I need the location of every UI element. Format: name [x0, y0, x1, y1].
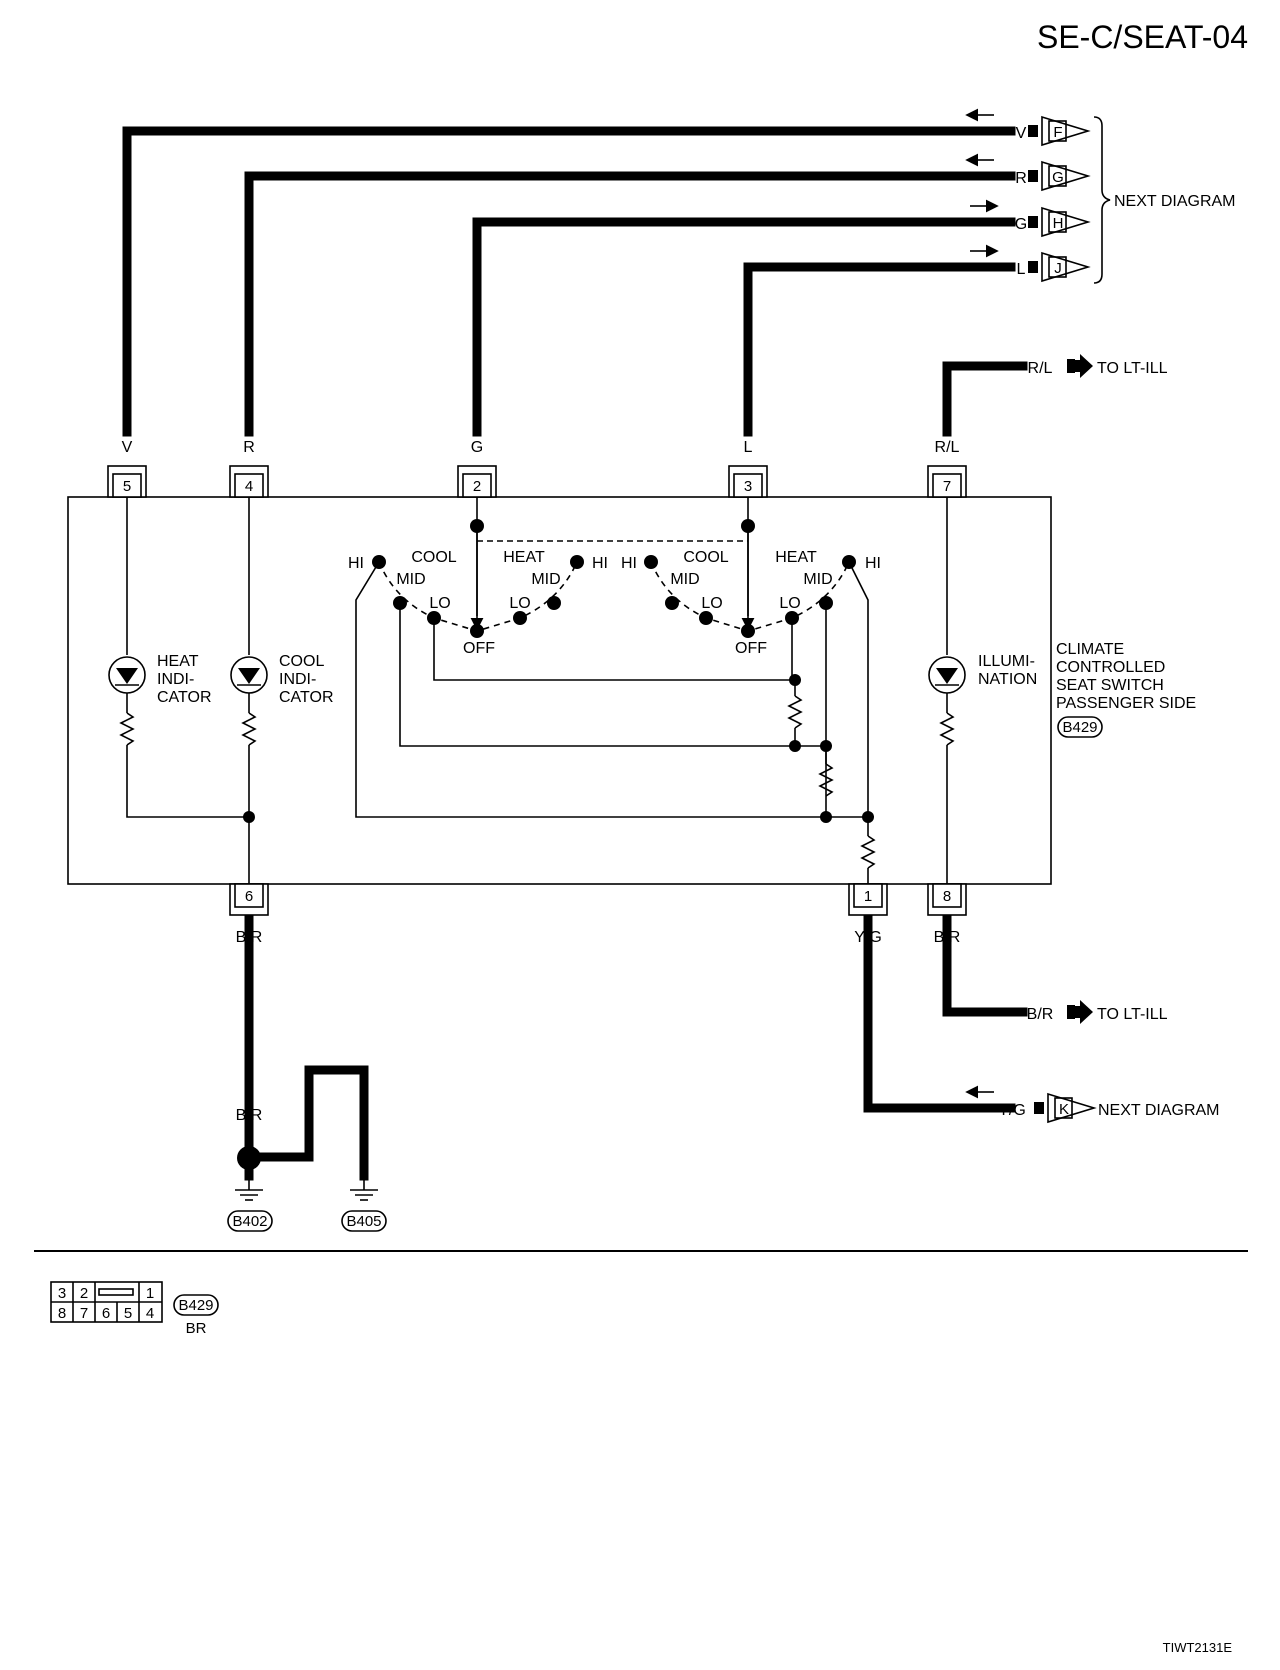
right-mid-label: MID	[670, 571, 699, 588]
left-cool-label: COOL	[411, 549, 456, 566]
to-lt-ill-label-bottom: TO LT-ILL	[1097, 1006, 1168, 1023]
right-off-label: OFF	[735, 640, 767, 657]
face-pin-5: 5	[124, 1305, 132, 1322]
component-name-line-4: PASSENGER SIDE	[1056, 695, 1196, 712]
heat-indicator-line-1: HEAT	[157, 653, 199, 670]
left-off-label: OFF	[463, 640, 495, 657]
left-lo2-label: LO	[509, 595, 530, 612]
next-diagram-connectors	[1041, 115, 1097, 1124]
pin-8: 8	[943, 888, 951, 905]
wire-label-br-8: B/R	[934, 929, 961, 946]
wire-label-br-6: B/R	[236, 929, 263, 946]
pin-4: 4	[245, 478, 253, 495]
heat-indicator-line-3: CATOR	[157, 689, 212, 706]
wire-label-rl-ltill: R/L	[1028, 360, 1053, 377]
right-mid2-label: MID	[803, 571, 832, 588]
left-lo-label: LO	[429, 595, 450, 612]
left-mid2-label: MID	[531, 571, 560, 588]
wire-label-r-top: R	[1015, 170, 1027, 187]
connector-h: H	[1053, 215, 1064, 232]
right-heat-label: HEAT	[775, 549, 817, 566]
cool-indicator-line-1: COOL	[279, 653, 324, 670]
pin-3: 3	[744, 478, 752, 495]
ground-b402: B402	[232, 1213, 267, 1230]
next-diagram-brace	[1093, 116, 1111, 284]
left-hi-label: HI	[348, 555, 364, 572]
face-pin-4: 4	[146, 1305, 154, 1322]
component-connector-badge: B429	[1062, 719, 1097, 736]
face-pin-2: 2	[80, 1285, 88, 1302]
connector-g: G	[1052, 169, 1064, 186]
pin-2: 2	[473, 478, 481, 495]
wire-label-b-2: B	[359, 1107, 370, 1124]
ground-symbols	[235, 1178, 378, 1201]
right-lo2-label: LO	[779, 595, 800, 612]
harness-wires	[122, 126, 1028, 1181]
to-lt-ill-arrow-bottom	[1067, 1000, 1093, 1024]
wire-label-l: L	[744, 439, 753, 456]
next-diagram-label-bottom: NEXT DIAGRAM	[1098, 1102, 1220, 1119]
wire-label-yg-next: Y/G	[998, 1102, 1026, 1119]
face-pin-6: 6	[102, 1305, 110, 1322]
wire-label-r: R	[243, 439, 255, 456]
wire-label-br-ground: B/R	[236, 1107, 263, 1124]
wire-label-g: G	[471, 439, 483, 456]
wire-label-b-1: B	[304, 1107, 315, 1124]
right-cool-label: COOL	[683, 549, 728, 566]
right-hi-label: HI	[621, 555, 637, 572]
face-connector-color: BR	[186, 1320, 207, 1337]
ground-b405: B405	[346, 1213, 381, 1230]
to-lt-ill-arrow-top	[1067, 354, 1093, 378]
connector-f: F	[1053, 124, 1062, 141]
wire-label-l-top: L	[1017, 261, 1026, 278]
component-name-line-3: SEAT SWITCH	[1056, 677, 1164, 694]
to-lt-ill-label-top: TO LT-ILL	[1097, 360, 1168, 377]
pin-5: 5	[123, 478, 131, 495]
wire-label-br-ltill: B/R	[1027, 1006, 1054, 1023]
ground-splice	[237, 1146, 261, 1170]
bottom-pins	[229, 883, 967, 916]
right-hi2-label: HI	[865, 555, 881, 572]
internal-circuit	[108, 497, 966, 884]
left-hi2-label: HI	[592, 555, 608, 572]
left-heat-label: HEAT	[503, 549, 545, 566]
connector-k: K	[1059, 1101, 1069, 1118]
connector-face	[50, 1281, 163, 1323]
connector-j: J	[1054, 260, 1062, 277]
wire-label-yg-1: Y/G	[854, 929, 882, 946]
page-code: SE-C/SEAT-04	[1037, 19, 1248, 55]
component-name-line-1: CLIMATE	[1056, 641, 1124, 658]
component-name-line-2: CONTROLLED	[1056, 659, 1165, 676]
face-pin-1: 1	[146, 1285, 154, 1302]
wire-label-v-top: V	[1016, 125, 1027, 142]
cool-indicator-line-2: INDI-	[279, 671, 316, 688]
right-lo-label: LO	[701, 595, 722, 612]
face-pin-3: 3	[58, 1285, 66, 1302]
next-diagram-label-top: NEXT DIAGRAM	[1114, 193, 1236, 210]
wire-label-v: V	[122, 439, 133, 456]
illumination-line-2: NATION	[978, 671, 1037, 688]
left-mid-label: MID	[396, 571, 425, 588]
wire-label-rl: R/L	[935, 439, 960, 456]
face-pin-8: 8	[58, 1305, 66, 1322]
top-pins	[107, 465, 967, 498]
pin-7: 7	[943, 478, 951, 495]
pin-6: 6	[245, 888, 253, 905]
direction-arrows	[965, 108, 999, 1099]
pin-1: 1	[864, 888, 872, 905]
wire-label-g-top: G	[1015, 216, 1027, 233]
cool-indicator-line-3: CATOR	[279, 689, 334, 706]
face-pin-7: 7	[80, 1305, 88, 1322]
figure-id: TIWT2131E	[1163, 1640, 1233, 1655]
seat-switch-body	[67, 496, 1052, 885]
face-connector-id: B429	[178, 1297, 213, 1314]
illumination-line-1: ILLUMI-	[978, 653, 1035, 670]
heat-indicator-line-2: INDI-	[157, 671, 194, 688]
